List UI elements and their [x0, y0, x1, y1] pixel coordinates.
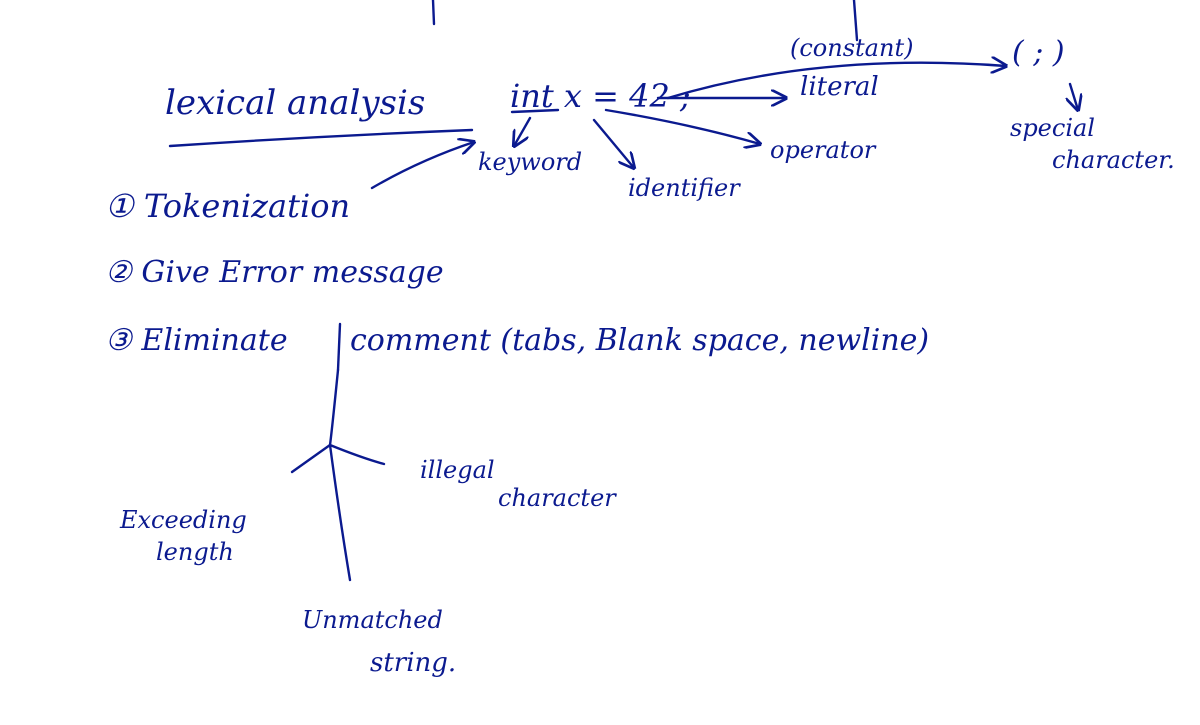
error-exceeding: Exceeding [120, 506, 247, 534]
int-underline [510, 108, 560, 114]
arrow-equals-operator [604, 108, 760, 144]
arrow-semicolon-special [666, 63, 1006, 100]
error-branch-left [290, 443, 332, 474]
arrow-tokenization-keyword [370, 142, 474, 190]
error-illegal: illegal [420, 456, 495, 484]
eliminate-divider [336, 322, 342, 372]
error-illegal-character: character [498, 484, 616, 512]
error-unmatched: Unmatched [302, 606, 443, 634]
arrow-int-keyword [514, 116, 532, 146]
error-tree-trunk [328, 368, 352, 582]
label-semicolon: ( ; ) [1012, 35, 1065, 70]
arrow-special-down [1070, 82, 1078, 110]
top-stroke-left [431, 0, 436, 26]
step-error-message: ② Give Error message [105, 255, 444, 290]
label-operator: operator [770, 136, 876, 164]
title-lexical-analysis: lexical analysis [165, 83, 426, 123]
error-exceeding-length: length [156, 538, 234, 566]
step-eliminate: ③ Eliminate [105, 323, 288, 358]
error-unmatched-string: string. [370, 648, 457, 678]
label-keyword: keyword [478, 148, 583, 176]
step-tokenization: ① Tokenization [105, 187, 351, 225]
label-literal: literal [800, 72, 879, 102]
code-statement: int x = 42 ; [510, 77, 691, 115]
label-identifier: identifier [628, 174, 740, 202]
arrow-x-identifier [592, 118, 634, 168]
top-stroke-right [852, 0, 859, 42]
label-special: special [1010, 114, 1095, 142]
error-branch-right [328, 443, 386, 466]
title-underline [168, 128, 474, 148]
label-constant: (constant) [790, 34, 914, 62]
label-character: character. [1052, 146, 1175, 174]
step-eliminate-detail: comment (tabs, Blank space, newline) [350, 323, 930, 358]
